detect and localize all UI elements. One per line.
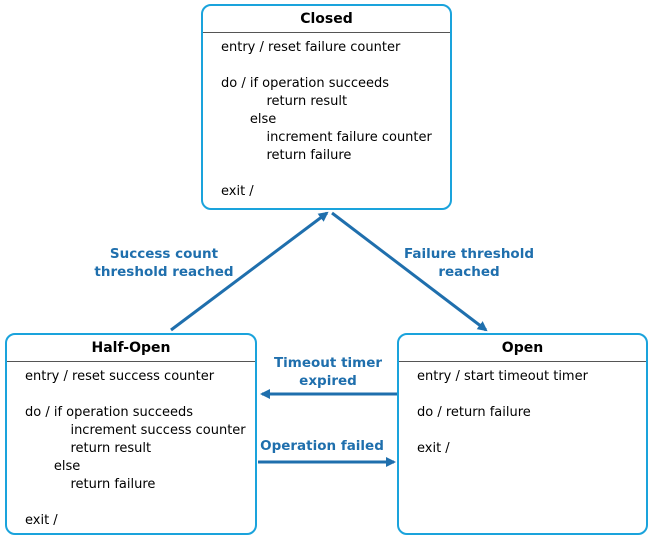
arrow-closed-to-open	[331, 211, 488, 332]
label-timeout-timer-line: expired	[299, 373, 357, 389]
state-half-open-body: entry / reset success counter do / if op…	[25, 368, 246, 530]
state-closed-line: exit /	[221, 184, 254, 199]
state-half-open-line: entry / reset success counter	[25, 369, 215, 384]
state-half-open-line: else	[25, 459, 81, 474]
state-half-open-line: do / if operation succeeds	[25, 405, 194, 420]
label-timeout-timer-line: Timeout timer	[273, 355, 383, 371]
state-half-open-line: return failure	[25, 477, 156, 492]
label-success-count-line: Success count	[109, 246, 219, 262]
label-failure-threshold-line: Failure threshold	[403, 246, 534, 262]
state-half-open-line: return result	[25, 441, 152, 456]
state-open-line: entry / start timeout timer	[417, 369, 588, 384]
state-closed-line	[221, 165, 432, 183]
label-operation-failed-line: Operation failed	[260, 438, 384, 454]
state-open-title: Open	[399, 335, 646, 362]
state-open-body: entry / start timeout timer do / return …	[417, 368, 588, 458]
state-closed-line	[221, 57, 432, 75]
state-closed: Closed entry / reset failure counter do …	[201, 4, 452, 210]
state-open-line: exit /	[417, 441, 450, 456]
state-half-open-line: increment success counter	[25, 423, 246, 438]
state-closed-body: entry / reset failure counter do / if op…	[221, 39, 432, 201]
label-operation-failed: Operation failed	[258, 437, 386, 455]
state-closed-line: return failure	[221, 148, 352, 163]
arrow-half-open-to-closed	[170, 211, 329, 332]
state-half-open-line	[25, 386, 246, 404]
state-closed-line: return result	[221, 94, 348, 109]
state-half-open-line: exit /	[25, 513, 58, 528]
label-success-count: Success count threshold reached	[74, 245, 254, 281]
state-closed-line: entry / reset failure counter	[221, 40, 401, 55]
state-open-line	[417, 422, 588, 440]
state-closed-line: else	[221, 112, 277, 127]
state-half-open-line	[25, 494, 246, 512]
state-half-open: Half-Open entry / reset success counter …	[5, 333, 257, 535]
label-failure-threshold: Failure threshold reached	[394, 245, 544, 281]
label-timeout-timer: Timeout timer expired	[266, 354, 390, 390]
label-failure-threshold-line: reached	[438, 264, 500, 280]
state-open-line	[417, 386, 588, 404]
state-half-open-title: Half-Open	[7, 335, 255, 362]
state-closed-line: do / if operation succeeds	[221, 76, 390, 91]
state-closed-title: Closed	[203, 6, 450, 33]
state-open-line: do / return failure	[417, 405, 531, 420]
label-success-count-line: threshold reached	[94, 264, 234, 280]
state-open: Open entry / start timeout timer do / re…	[397, 333, 648, 535]
state-closed-line: increment failure counter	[221, 130, 432, 145]
